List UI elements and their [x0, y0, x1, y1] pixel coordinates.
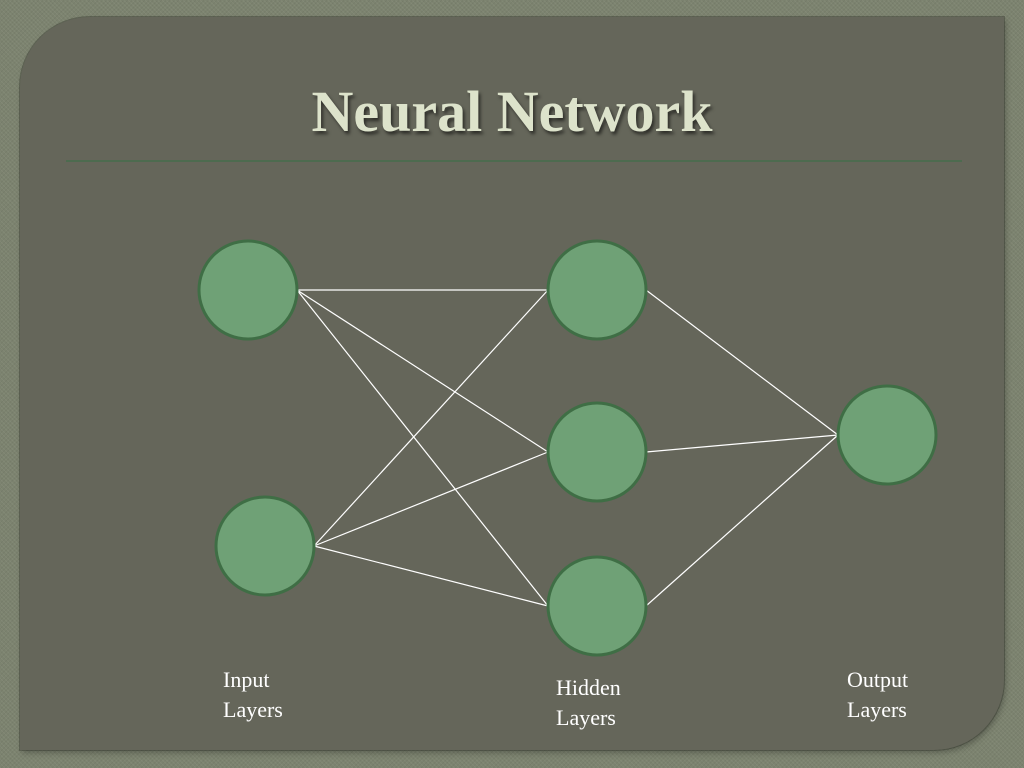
connection-input-2-to-hidden-2 [313, 451, 549, 547]
input-node-2 [214, 495, 316, 597]
nodes [197, 239, 938, 657]
connection-hidden-1-to-output-1 [645, 289, 839, 436]
connection-input-1-to-hidden-3 [296, 289, 549, 607]
hidden-node-2 [546, 401, 648, 503]
output-layer-label: Output Layers [847, 667, 909, 722]
connection-input-2-to-hidden-1 [313, 289, 549, 547]
output-node-1 [836, 384, 938, 486]
connection-input-1-to-hidden-2 [296, 289, 549, 453]
title-divider [66, 160, 962, 162]
input-node-1 [197, 239, 299, 341]
connection-input-2-to-hidden-3 [313, 545, 549, 607]
hidden-node-1 [546, 239, 648, 341]
slide-title: Neural Network [311, 79, 713, 144]
connection-hidden-2-to-output-1 [645, 434, 839, 453]
input-layer-label: Input Layers [223, 667, 283, 722]
slide-panel [20, 17, 1004, 750]
hidden-layer-label: Hidden Layers [556, 675, 621, 730]
connection-hidden-3-to-output-1 [645, 434, 839, 607]
hidden-node-3 [546, 555, 648, 657]
connections [296, 289, 839, 607]
